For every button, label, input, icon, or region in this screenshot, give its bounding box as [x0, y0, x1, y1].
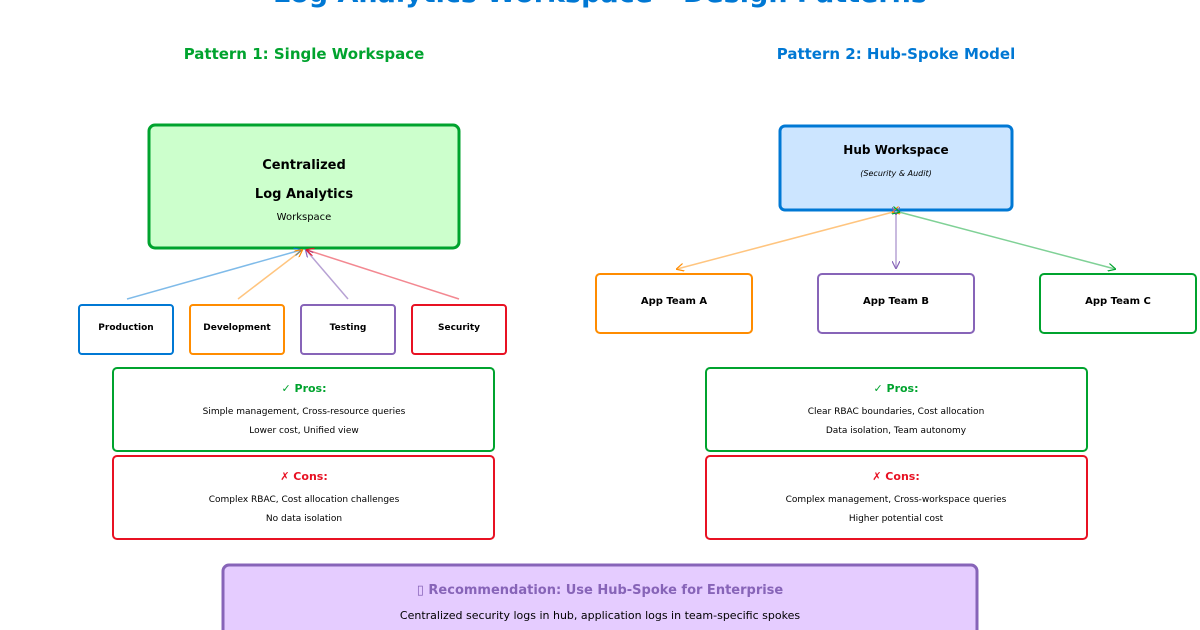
central-line1: Centralized	[262, 158, 346, 173]
source-security: Security	[411, 304, 507, 355]
cons-title: ✗ Cons:	[280, 470, 327, 483]
pattern1-cons: ✗ Cons: Complex RBAC, Cost allocation ch…	[112, 455, 495, 540]
pattern2-heading: Pattern 2: Hub-Spoke Model	[777, 45, 1015, 63]
arrow-development	[237, 250, 302, 300]
source-label: Production	[98, 323, 153, 333]
cons-line: Higher potential cost	[849, 514, 944, 524]
central-workspace-node: Centralized Log Analytics Workspace	[147, 123, 461, 250]
pros-title: ✓ Pros:	[281, 382, 326, 395]
spoke-label: App Team C	[1085, 296, 1151, 307]
source-development: Development	[189, 304, 285, 355]
spoke-team-a: App Team A	[595, 273, 753, 334]
spoke-label: App Team A	[641, 296, 707, 307]
central-line2: Log Analytics	[255, 187, 353, 202]
spoke-team-c: App Team C	[1039, 273, 1197, 334]
pros-line: Clear RBAC boundaries, Cost allocation	[808, 407, 985, 417]
pattern2-cons: ✗ Cons: Complex management, Cross-worksp…	[705, 455, 1088, 540]
arrow-hub-team-a	[677, 212, 893, 269]
recommendation-text: Centralized security logs in hub, applic…	[400, 609, 800, 622]
cons-line: Complex RBAC, Cost allocation challenges	[209, 495, 400, 505]
pattern1-pros: ✓ Pros: Simple management, Cross-resourc…	[112, 367, 495, 452]
pros-line: Data isolation, Team autonomy	[826, 426, 967, 436]
source-label: Testing	[330, 323, 367, 333]
source-production: Production	[78, 304, 174, 355]
pros-title: ✓ Pros:	[873, 382, 918, 395]
hub-title: Hub Workspace	[843, 143, 948, 157]
arrow-hub-team-c	[899, 212, 1115, 269]
pattern1-heading: Pattern 1: Single Workspace	[184, 45, 425, 63]
pros-line: Simple management, Cross-resource querie…	[203, 407, 406, 417]
source-label: Security	[438, 323, 480, 333]
source-label: Development	[203, 323, 271, 333]
source-testing: Testing	[300, 304, 396, 355]
arrow-production	[126, 250, 301, 300]
pattern2-pros: ✓ Pros: Clear RBAC boundaries, Cost allo…	[705, 367, 1088, 452]
pros-line: Lower cost, Unified view	[249, 426, 359, 436]
hub-subtitle: (Security & Audit)	[860, 169, 931, 178]
recommendation-title: ▯ Recommendation: Use Hub-Spoke for Ente…	[417, 583, 784, 598]
recommendation-box: ▯ Recommendation: Use Hub-Spoke for Ente…	[221, 563, 979, 630]
cons-line: Complex management, Cross-workspace quer…	[786, 495, 1007, 505]
spoke-label: App Team B	[863, 296, 929, 307]
arrow-testing	[306, 250, 349, 300]
hub-workspace-node: Hub Workspace (Security & Audit)	[778, 124, 1014, 212]
arrow-security	[307, 250, 460, 300]
cons-line: No data isolation	[266, 514, 342, 524]
cons-title: ✗ Cons:	[872, 470, 919, 483]
spoke-team-b: App Team B	[817, 273, 975, 334]
central-line3: Workspace	[277, 212, 332, 223]
page-title: Log Analytics Workspace - Design Pattern…	[273, 0, 927, 9]
